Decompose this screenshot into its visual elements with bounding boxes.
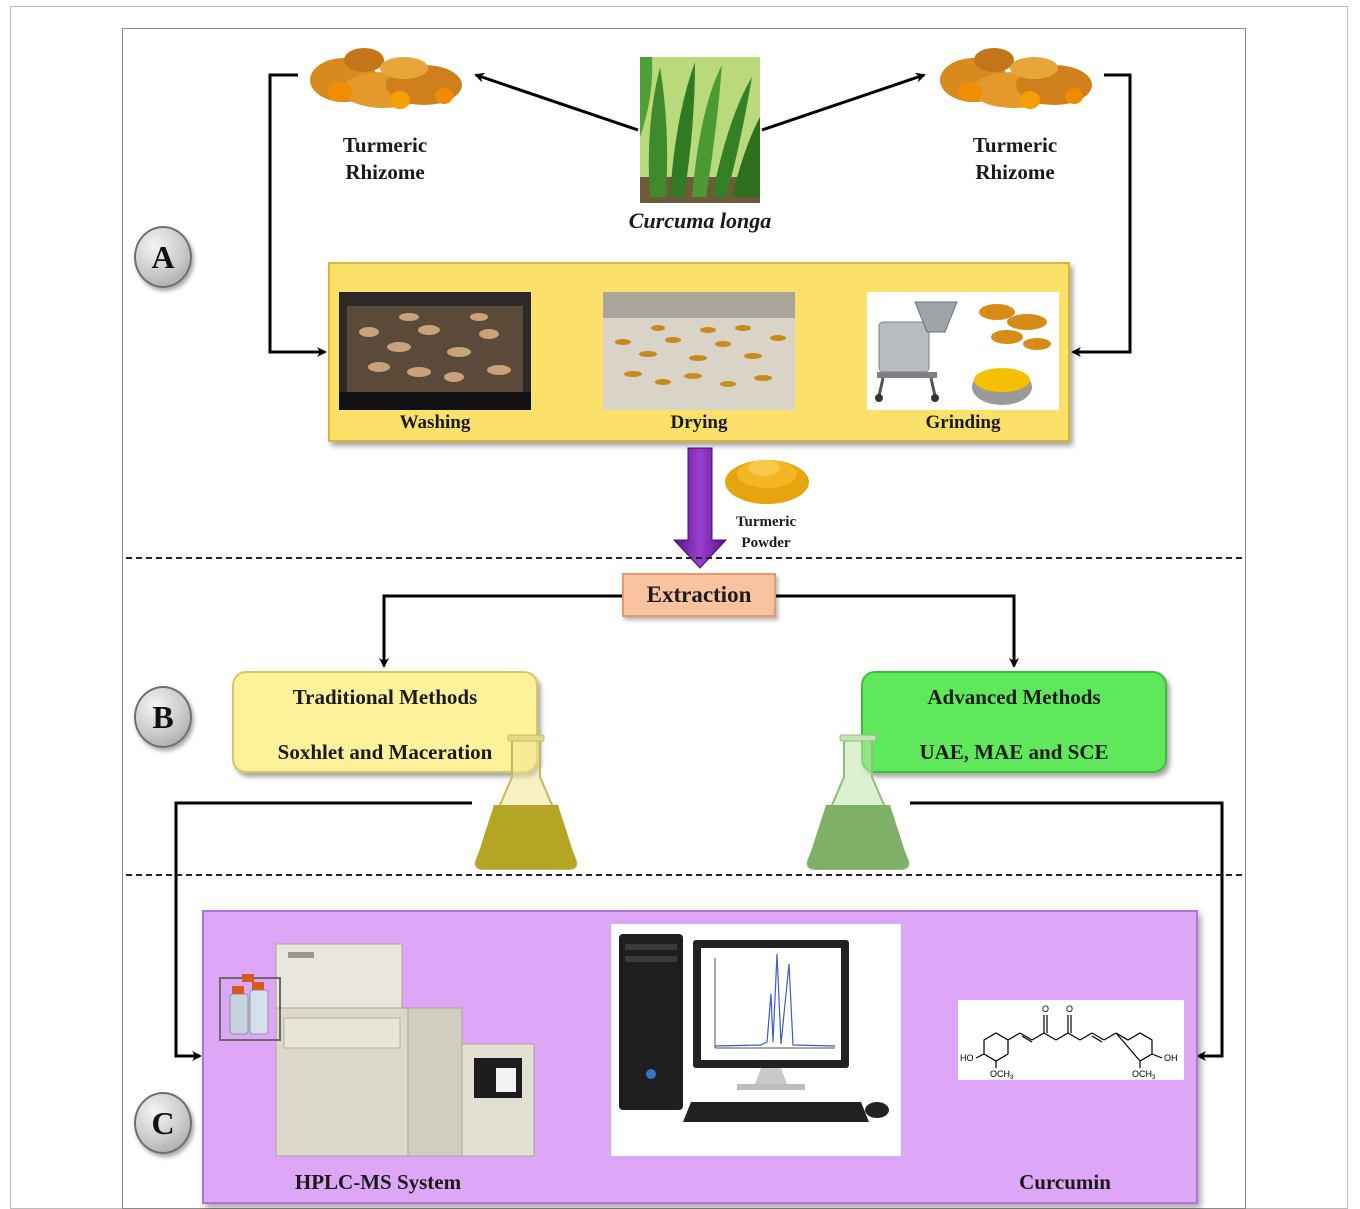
rhizome-right-label: Turmeric Rhizome [940,132,1090,186]
flask-traditional-icon [474,734,578,870]
step-grinding-label: Grinding [925,412,1001,433]
arrow-rhizome-left-to-washing [268,73,327,357]
curcuma-longa-label: Curcuma longa [628,208,772,233]
section-divider-bc [126,874,1242,876]
arrow-rhizome-right-to-grinding [1071,73,1132,357]
arrow-plant-to-rhizome-left [474,72,639,132]
rhizome-left-line2: Rhizome [345,160,425,184]
washing-image [339,292,531,410]
turmeric-powder-line1: Turmeric [735,514,797,530]
step-drying-label: Drying [670,412,728,433]
computer-chromatogram-image [611,924,901,1156]
chem-och3-left-sub: 3 [1010,1075,1014,1080]
grinding-image [867,292,1059,410]
arrow-plant-to-rhizome-right [761,72,926,132]
turmeric-powder-line2: Powder [741,535,791,551]
turmeric-rhizome-left-image [310,48,462,109]
extraction-box: Extraction [622,573,776,617]
traditional-methods-title: Traditional Methods [292,685,478,709]
chem-ho-left: HO [960,1053,974,1063]
arrow-advanced-to-curcumin [910,801,1224,1061]
purple-down-arrow [672,447,728,569]
chem-och3-left: OCH [990,1069,1010,1079]
rhizome-right-line1: Turmeric [972,133,1058,157]
rhizome-left-label: Turmeric Rhizome [310,132,460,186]
arrow-extraction-to-traditional [379,594,622,668]
rhizome-left-line1: Turmeric [342,133,428,157]
traditional-methods-list: Soxhlet and Maceration [277,740,493,764]
curcumin-label: Curcumin [1019,1170,1111,1194]
traditional-methods-box: Traditional Methods Soxhlet and Macerati… [232,671,538,773]
curcuma-plant-image [640,57,760,203]
advanced-methods-list: UAE, MAE and SCE [919,740,1109,764]
flask-advanced-icon [806,734,910,870]
hplc-ms-label: HPLC-MS System [294,1170,462,1194]
rhizome-right-line2: Rhizome [975,160,1055,184]
turmeric-rhizome-right-image [940,48,1092,109]
arrow-extraction-to-advanced [776,594,1019,668]
turmeric-powder-label: Turmeric Powder [716,512,816,554]
chem-och3-right-sub: 3 [1152,1075,1156,1080]
section-b-badge: B [134,686,192,748]
section-c-badge: C [134,1092,192,1154]
chem-ketone-o2: O [1066,1004,1073,1014]
section-divider-ab [126,557,1242,559]
curcumin-structure-image: HO OH OCH 3 OCH 3 O O [958,1000,1184,1080]
advanced-methods-box: Advanced Methods UAE, MAE and SCE [861,671,1167,773]
section-a-badge: A [134,226,192,288]
hplc-instrument-image [219,943,535,1157]
drying-image [603,292,795,410]
step-washing-label: Washing [399,412,471,433]
chem-och3-right: OCH [1132,1069,1152,1079]
chem-oh-right: OH [1164,1053,1178,1063]
turmeric-powder-image [725,460,809,504]
advanced-methods-title: Advanced Methods [927,685,1101,709]
chem-ketone-o1: O [1042,1004,1049,1014]
arrow-traditional-to-hplc [174,801,472,1061]
